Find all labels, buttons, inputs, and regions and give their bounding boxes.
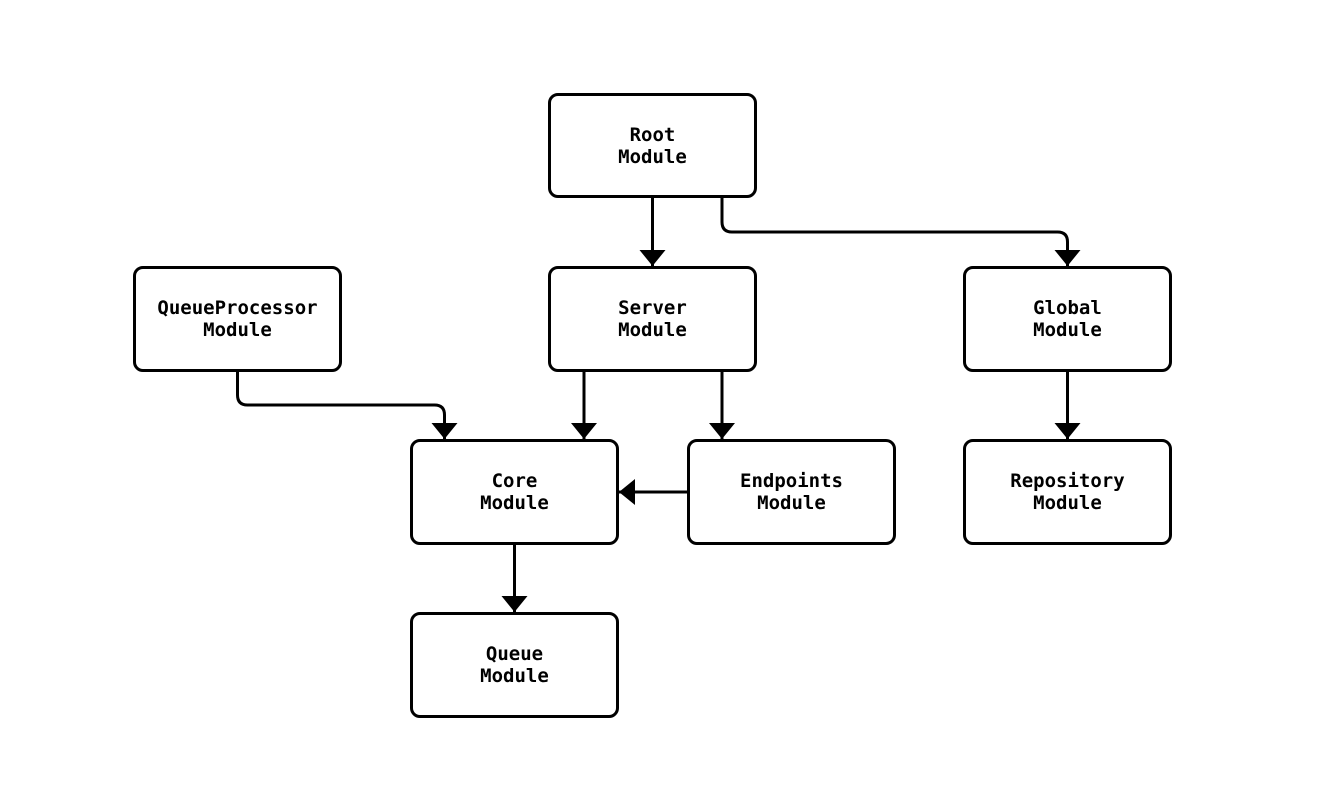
- node-endpoints-module: Endpoints Module: [687, 439, 896, 545]
- node-repository-module: Repository Module: [963, 439, 1172, 545]
- node-server-module: Server Module: [548, 266, 757, 372]
- node-global-module: Global Module: [963, 266, 1172, 372]
- node-root-module: Root Module: [548, 93, 757, 198]
- edge-queueprocessor-to-core: [236, 372, 458, 439]
- node-core-module: Core Module: [410, 439, 619, 545]
- node-queue-module: Queue Module: [410, 612, 619, 718]
- node-queueprocessor-module: QueueProcessor Module: [133, 266, 342, 372]
- edge-root-to-global: [720, 198, 1081, 266]
